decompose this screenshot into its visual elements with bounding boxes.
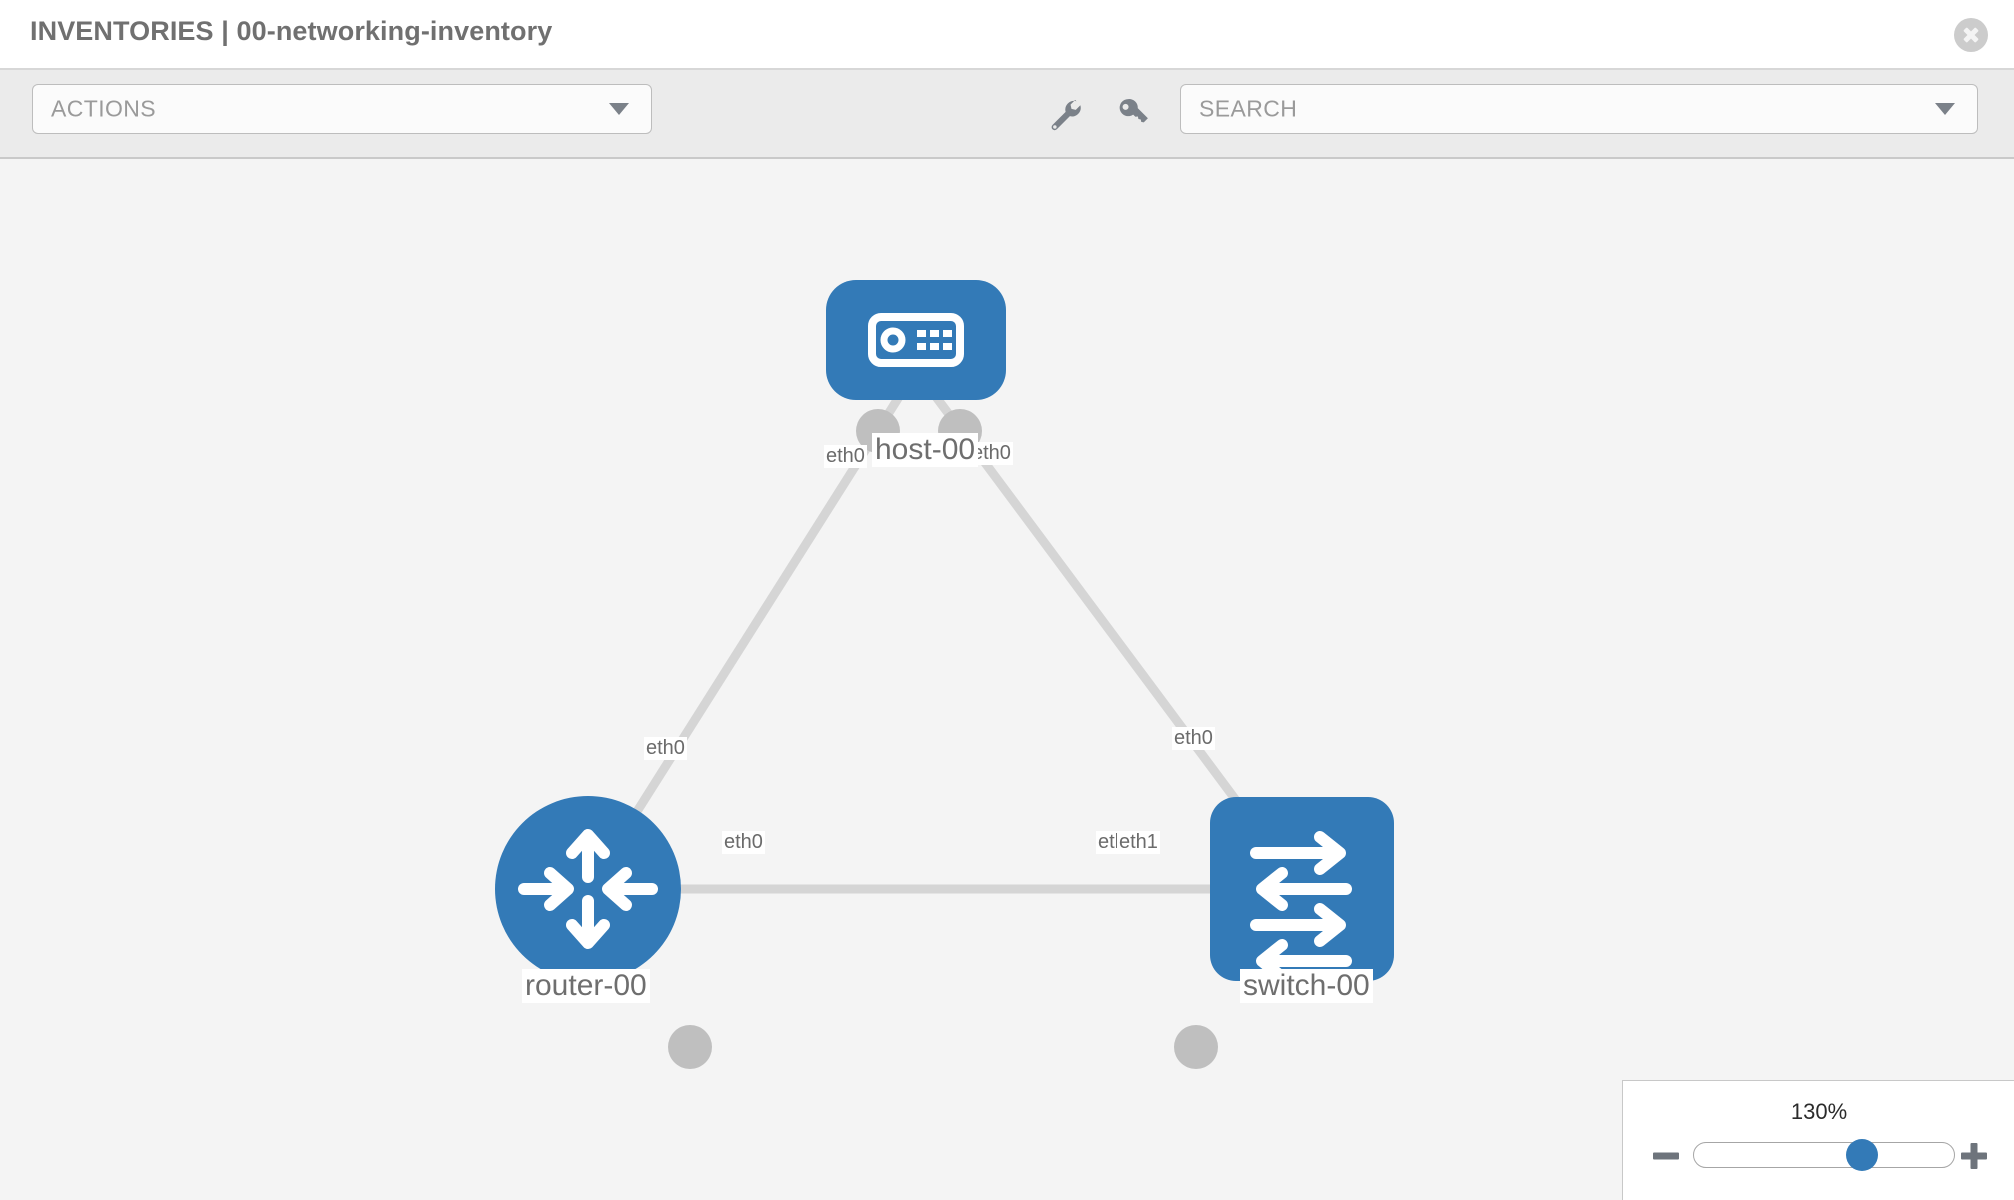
zoom-in-button[interactable] — [1959, 1141, 1989, 1171]
wrench-icon[interactable] — [1046, 94, 1084, 132]
zoom-level-value: 130% — [1790, 1099, 1848, 1124]
iface-label-host-eth0-left: eth0 — [824, 445, 867, 468]
search-input-value: SEARCH — [1199, 95, 1298, 122]
router-arrows-icon — [518, 829, 658, 949]
endpoint-router-eth0[interactable] — [668, 1025, 712, 1069]
zoom-control-panel: 130% — [1622, 1080, 2014, 1200]
actions-dropdown-label: ACTIONS — [51, 95, 157, 122]
server-device-icon — [868, 313, 964, 367]
search-input[interactable]: SEARCH — [1180, 84, 1978, 134]
iface-label-switch-eth0-uplink: eth0 — [1172, 727, 1215, 750]
plus-icon-vertical — [1970, 1143, 1978, 1169]
close-icon[interactable] — [1954, 18, 1988, 52]
chevron-down-icon — [1935, 103, 1955, 115]
node-router-00[interactable] — [495, 796, 681, 982]
zoom-out-button[interactable] — [1651, 1141, 1681, 1171]
iface-label-router-eth0: eth0 — [722, 831, 765, 854]
node-label-router-00: router-00 — [522, 969, 650, 1003]
node-label-switch-00: switch-00 — [1240, 969, 1373, 1003]
switch-arrows-icon — [1250, 831, 1352, 983]
chevron-down-icon — [609, 103, 629, 115]
zoom-slider-handle[interactable] — [1846, 1139, 1878, 1171]
toolbar: ACTIONS SEARCH — [0, 70, 2014, 159]
iface-label-host-eth0-right: eth0 — [970, 442, 1013, 465]
actions-dropdown[interactable]: ACTIONS — [32, 84, 652, 134]
page-title: INVENTORIES | 00-networking-inventory — [30, 16, 553, 46]
key-icon[interactable] — [1114, 94, 1152, 132]
node-host-00[interactable] — [826, 280, 1006, 400]
iface-label-router-eth0-uplink: eth0 — [644, 737, 687, 760]
node-switch-00[interactable] — [1210, 797, 1394, 983]
endpoint-switch-eth1[interactable] — [1174, 1025, 1218, 1069]
zoom-slider[interactable] — [1693, 1142, 1955, 1168]
minus-icon — [1653, 1152, 1679, 1160]
endpoint-layer — [668, 409, 1256, 1069]
topology-canvas[interactable]: eth0 eth0 host-00 eth0 eth0 eth0 eth0 et… — [0, 159, 2014, 1200]
page-header: INVENTORIES | 00-networking-inventory — [0, 0, 2014, 70]
iface-label-switch-eth1: eth1 — [1117, 831, 1160, 854]
node-label-host-00: host-00 — [872, 433, 979, 467]
topology-graph — [495, 280, 1394, 1069]
